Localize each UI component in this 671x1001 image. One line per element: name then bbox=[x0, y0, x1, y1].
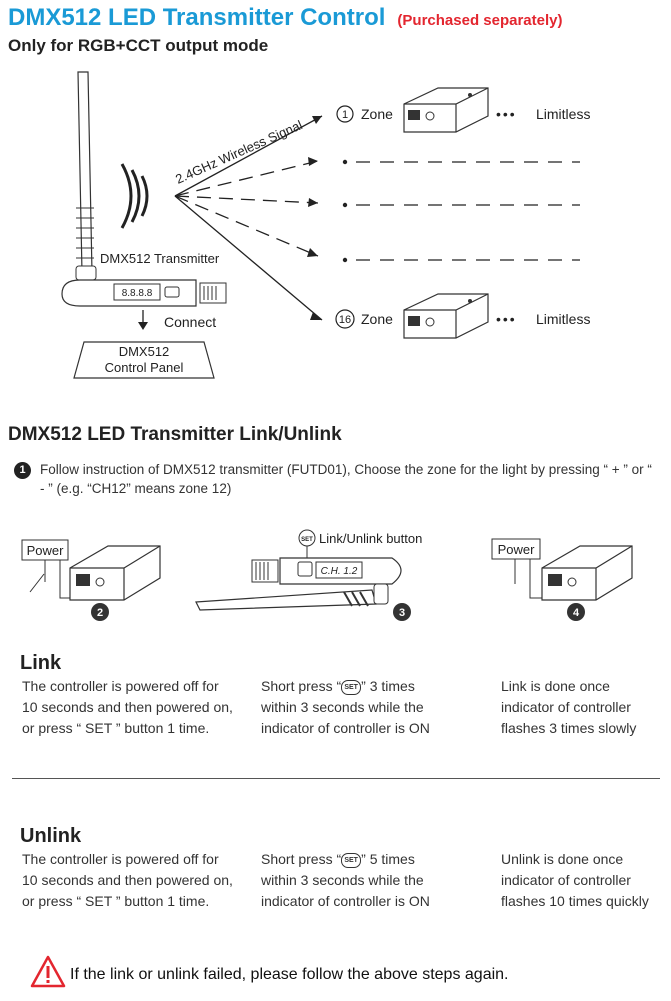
controller-icon bbox=[403, 87, 489, 133]
warning-icon bbox=[30, 955, 66, 988]
divider bbox=[12, 778, 660, 779]
unlink-col3-line: indicator of controller bbox=[501, 872, 631, 888]
antenna-icon bbox=[75, 71, 97, 281]
transmitter-display: 8.8.8.8 bbox=[122, 288, 153, 299]
unlink-col2-line: Short press “SET” 5 times bbox=[261, 849, 491, 870]
zone-last-label: Zone bbox=[361, 311, 393, 327]
step3-badge: 3 bbox=[399, 607, 405, 619]
link-diagram: Power 2 SET Link/Unlink button C.H. 1.2 … bbox=[21, 529, 633, 621]
link-col3-line: flashes 3 times slowly bbox=[501, 720, 637, 736]
unlink-col2-pre: Short press “ bbox=[261, 851, 342, 867]
wireless-waves-icon bbox=[120, 163, 149, 229]
step2-badge-bg bbox=[91, 603, 109, 621]
unlink-col3: Unlink is done once indicator of control… bbox=[501, 849, 666, 912]
power-label-right: Power bbox=[498, 542, 536, 557]
transmitter-display-ch: C.H. 1.2 bbox=[321, 566, 358, 577]
link-col1-line: The controller is powered off for bbox=[22, 678, 219, 694]
warning-note: If the link or unlink failed, please fol… bbox=[30, 955, 650, 991]
warning-text: If the link or unlink failed, please fol… bbox=[70, 966, 509, 983]
control-panel-icon: DMX512 Control Panel bbox=[73, 341, 215, 379]
link-col2-pre: Short press “ bbox=[261, 678, 342, 694]
power-label-left: Power bbox=[27, 543, 65, 558]
unlink-col1: The controller is powered off for 10 sec… bbox=[22, 849, 257, 912]
signal-label: 2.4GHz Wireless Signal bbox=[173, 117, 305, 187]
dots-last: ••• bbox=[496, 311, 517, 327]
unlink-col2-line: within 3 seconds while the bbox=[261, 872, 424, 888]
instruction-text: Follow instruction of DMX512 transmitter… bbox=[40, 462, 652, 496]
section-title: DMX512 LED Transmitter Link/Unlink bbox=[8, 424, 342, 445]
dots-first: ••• bbox=[496, 106, 517, 122]
transmitter-label: DMX512 Transmitter bbox=[100, 251, 220, 266]
unlink-col3-line: flashes 10 times quickly bbox=[501, 893, 649, 909]
unlink-col1-line: or press “ SET ” button 1 time. bbox=[22, 893, 210, 909]
limitless-last: Limitless bbox=[536, 311, 590, 327]
set-button-icon: SET bbox=[298, 529, 316, 547]
link-col2-line: within 3 seconds while the bbox=[261, 699, 424, 715]
unlink-col3-line: Unlink is done once bbox=[501, 851, 624, 867]
link-col3: Link is done once indicator of controlle… bbox=[501, 676, 666, 739]
link-heading: Link bbox=[20, 652, 62, 674]
link-col2-line: indicator of controller is ON bbox=[261, 720, 430, 736]
zone-first-number: 1 bbox=[342, 109, 348, 121]
set-icon: SET bbox=[341, 679, 362, 695]
step4-badge: 4 bbox=[573, 607, 580, 619]
unlink-col1-line: 10 seconds and then powered on, bbox=[22, 872, 233, 888]
unlink-col2-line: indicator of controller is ON bbox=[261, 893, 430, 909]
unlink-col2-post: ” 5 times bbox=[361, 851, 415, 867]
link-col3-line: indicator of controller bbox=[501, 699, 631, 715]
zone-last-row: 16 Zone ••• Limitless bbox=[335, 293, 590, 339]
antenna-icon bbox=[195, 583, 389, 611]
power-box-left: Power bbox=[21, 539, 78, 599]
unlink-col1-line: The controller is powered off for bbox=[22, 851, 219, 867]
zone-first-row: 1 Zone ••• Limitless bbox=[336, 87, 590, 133]
unlink-heading: Unlink bbox=[20, 825, 82, 847]
panel-line1: DMX512 bbox=[119, 344, 170, 359]
limitless-first: Limitless bbox=[536, 106, 590, 122]
controller-icon bbox=[403, 293, 489, 339]
purchased-note: (Purchased separately) bbox=[397, 12, 563, 29]
controller-icon bbox=[541, 545, 633, 601]
link-col1-line: 10 seconds and then powered on, bbox=[22, 699, 233, 715]
link-col2-post: ” 3 times bbox=[361, 678, 415, 694]
transmitter-device-icon: 8.8.8.8 bbox=[61, 279, 227, 307]
connect-label: Connect bbox=[164, 314, 216, 330]
controller-icon bbox=[69, 545, 161, 601]
link-col1-line: or press “ SET ” button 1 time. bbox=[22, 720, 210, 736]
step3-badge-bg bbox=[393, 603, 411, 621]
transmitter-diagram: 2.4GHz Wireless Signal 1 Zone •• bbox=[61, 71, 590, 379]
power-box-right: Power bbox=[491, 538, 548, 599]
link-unlink-button-label: Link/Unlink button bbox=[319, 531, 422, 546]
step2-badge: 2 bbox=[97, 607, 103, 619]
title-text: DMX512 LED Transmitter Control bbox=[8, 4, 386, 31]
step-badge: 1 bbox=[14, 462, 31, 479]
link-col2: Short press “SET” 3 times within 3 secon… bbox=[261, 676, 491, 739]
zone-last-number: 16 bbox=[339, 314, 351, 326]
set-icon-label: SET bbox=[301, 537, 313, 543]
set-icon: SET bbox=[341, 852, 362, 868]
transmitter-device-icon: C.H. 1.2 bbox=[251, 557, 402, 585]
link-col2-line: Short press “SET” 3 times bbox=[261, 676, 491, 697]
zone-first-label: Zone bbox=[361, 106, 393, 122]
step4-badge-bg bbox=[567, 603, 585, 621]
panel-line2: Control Panel bbox=[105, 360, 184, 375]
unlink-col2: Short press “SET” 5 times within 3 secon… bbox=[261, 849, 491, 912]
link-col3-line: Link is done once bbox=[501, 678, 610, 694]
signal-rays bbox=[174, 115, 323, 321]
zone-placeholders bbox=[356, 161, 580, 261]
link-col1: The controller is powered off for 10 sec… bbox=[22, 676, 257, 739]
page-title: DMX512 LED Transmitter Control (Purchased… bbox=[8, 4, 562, 32]
subtitle: Only for RGB+CCT output mode bbox=[8, 36, 269, 55]
